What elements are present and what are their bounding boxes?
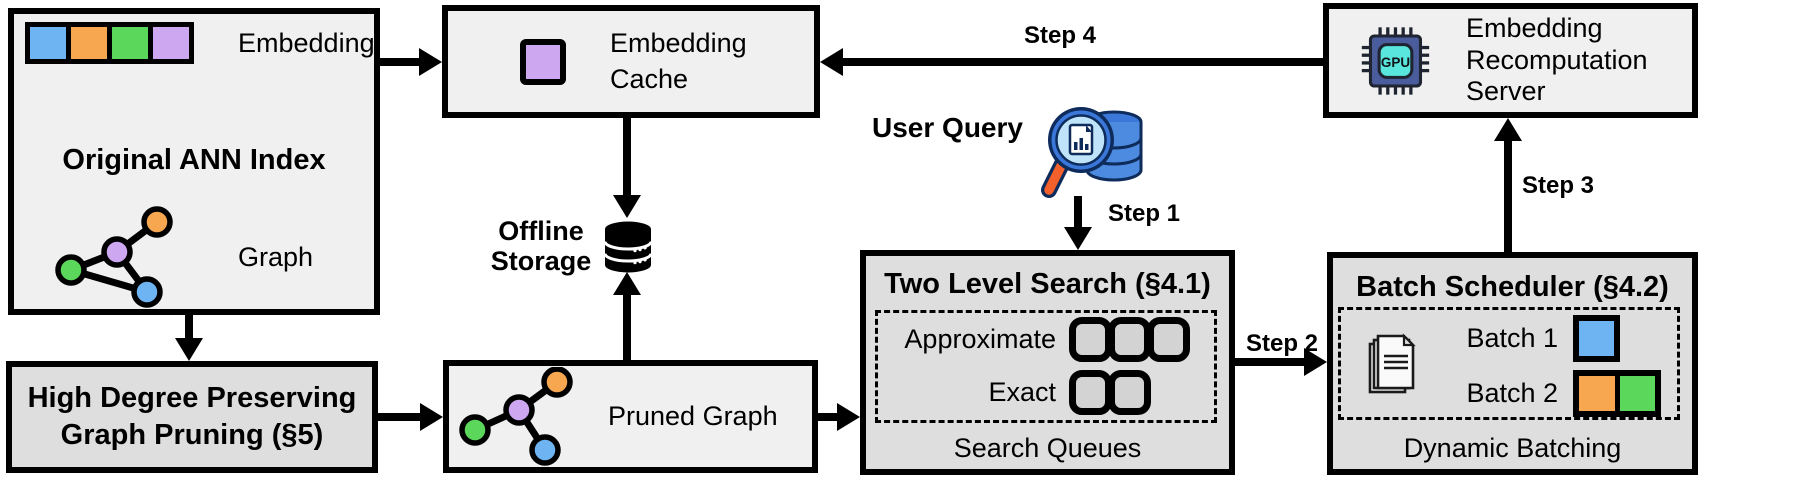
arrow-head [820, 48, 843, 76]
embedding-cache-box: Embedding Cache [442, 5, 820, 118]
magnifier-handle [1044, 159, 1067, 195]
step3-label: Step 3 [1522, 172, 1595, 199]
queue-slot [1069, 317, 1112, 362]
arrow-line [623, 293, 631, 361]
batch2-row: Batch 2 [1441, 370, 1661, 417]
user-query-label: User Query [872, 112, 1023, 143]
exact-queue-row: Exact [878, 366, 1214, 419]
arrow-head [1494, 118, 1522, 141]
graph-node-purple [503, 393, 535, 426]
arrow-line [378, 413, 422, 421]
gpu-chip-icon: GPU [1361, 26, 1430, 95]
dynamic-batching-panel: Batch 1 Batch 2 [1338, 307, 1680, 420]
pruned-graph-icon [459, 366, 573, 466]
arrow-head [1304, 348, 1327, 376]
batch-scheduler-box: Batch Scheduler (§4.2) Batch 1 Batch 2 [1327, 252, 1698, 475]
arrow-line [1235, 358, 1306, 366]
exact-queue-slots [1069, 370, 1151, 415]
arrow-head [420, 403, 443, 431]
arrow-head [613, 272, 641, 295]
embedding-cell-orange [66, 22, 112, 64]
arrow-head [613, 195, 641, 218]
approximate-label: Approximate [904, 324, 1056, 354]
graph-node-blue [131, 276, 163, 308]
original-ann-index-box: Embedding Original ANN Index Graph [8, 8, 380, 315]
embedding-cell-blue [25, 22, 71, 64]
original-ann-index-title: Original ANN Index [62, 144, 326, 176]
database-icon [603, 221, 653, 273]
search-queues-panel: Approximate Exact [875, 310, 1217, 423]
batch1-row: Batch 1 [1441, 315, 1620, 362]
graph-node-purple [101, 236, 133, 268]
graph-node-green [55, 254, 87, 286]
arrow-head [837, 403, 860, 431]
recomputation-server-title: Embedding Recomputation Server [1465, 12, 1648, 107]
embedding-label: Embedding [238, 28, 375, 58]
approximate-queue-row: Approximate [878, 313, 1214, 366]
offline-storage-label: Offline Storage [490, 216, 592, 277]
graph-node-orange [141, 206, 173, 238]
queue-slot [1108, 370, 1151, 415]
embedding-cell-green [107, 22, 153, 64]
queue-slot [1108, 317, 1151, 362]
queue-slot [1147, 317, 1190, 362]
exact-label: Exact [988, 377, 1056, 407]
graph-pruning-box: High Degree Preserving Graph Pruning (§5… [6, 361, 378, 473]
recomputation-server-box: GPU Embedding Recomputation Server [1323, 3, 1698, 118]
graph-label: Graph [238, 242, 314, 272]
query-search-icon [1041, 107, 1143, 198]
ann-graph-icon [55, 206, 173, 308]
batch2-label: Batch 2 [1466, 378, 1558, 408]
batch2-query-orange [1579, 376, 1615, 411]
arrow-line [185, 315, 193, 340]
embedding-cache-title: Embedding Cache [610, 28, 747, 94]
arrow-head [175, 338, 203, 361]
dynamic-batching-footer: Dynamic Batching [1403, 433, 1622, 463]
two-level-search-box: Two Level Search (§4.1) Approximate Exac… [860, 250, 1235, 475]
embedding-vector-icon [25, 22, 194, 64]
graph-node-blue [529, 433, 561, 466]
graph-node-orange [541, 366, 573, 398]
step4-label: Step 4 [1023, 22, 1097, 49]
arrow-head [419, 48, 442, 76]
arrow-line [1074, 196, 1082, 229]
step2-label: Step 2 [1245, 330, 1319, 357]
graph-pruning-title: High Degree Preserving Graph Pruning (§5… [27, 381, 357, 451]
pruned-graph-box: Pruned Graph [443, 360, 818, 473]
arrow-line [380, 58, 422, 66]
arrow-head [1064, 227, 1092, 250]
query-documents-icon [1368, 333, 1416, 394]
two-level-search-title: Two Level Search (§4.1) [884, 268, 1211, 300]
step1-label: Step 1 [1108, 200, 1181, 227]
graph-node-green [459, 413, 491, 446]
batch1-query-blue [1573, 315, 1620, 362]
batch-scheduler-title: Batch Scheduler (§4.2) [1356, 271, 1669, 303]
embedding-cell-purple [148, 22, 194, 64]
queue-slot [1069, 370, 1112, 415]
approximate-queue-slots [1069, 317, 1190, 362]
arrow-line [623, 118, 631, 198]
batch1-label: Batch 1 [1466, 323, 1558, 353]
arrow-line [1504, 139, 1512, 253]
batch2-queries [1573, 370, 1661, 417]
arrow-line [818, 413, 838, 421]
batch2-query-green [1614, 376, 1655, 411]
pruned-graph-title: Pruned Graph [608, 401, 778, 431]
cached-embedding-icon [520, 38, 566, 85]
arrow-line [841, 58, 1323, 66]
gpu-chip-label: GPU [1381, 54, 1410, 69]
search-queues-footer: Search Queues [953, 433, 1142, 463]
